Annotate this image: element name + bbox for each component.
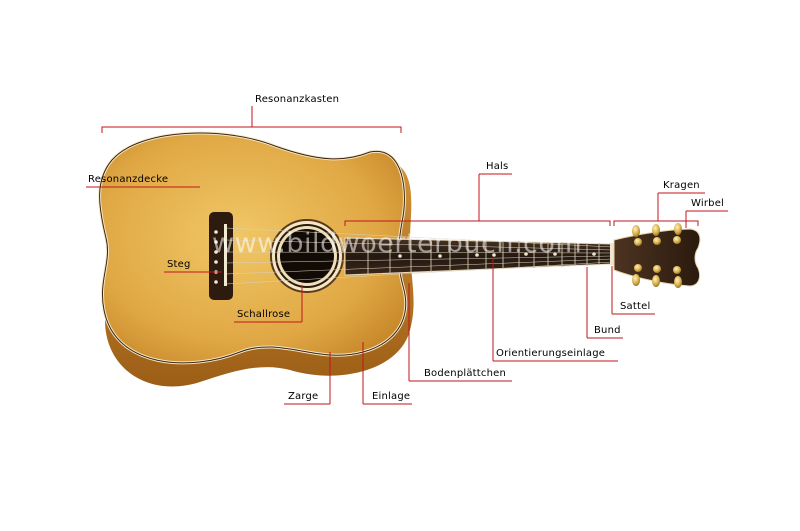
label-hals: Hals	[486, 161, 509, 172]
tuner-buttons	[632, 223, 682, 288]
label-bodenplaettchen: Bodenplättchen	[424, 368, 507, 379]
label-resonanzdecke: Resonanzdecke	[88, 174, 169, 185]
label-orientierungseinlage: Orientierungseinlage	[496, 348, 606, 359]
saddle	[224, 224, 227, 286]
bridge-pins	[214, 230, 218, 284]
top-binding	[99, 132, 407, 364]
label-steg: Steg	[167, 259, 191, 270]
label-resonanzkasten: Resonanzkasten	[255, 94, 340, 105]
nut	[610, 243, 614, 265]
strings	[225, 227, 613, 285]
label-schallrose: Schallrose	[237, 309, 291, 320]
frets	[367, 238, 600, 274]
watermark: www.bildwoerterbuch.com	[212, 228, 583, 259]
label-zarge: Zarge	[288, 391, 319, 402]
label-kragen: Kragen	[663, 180, 700, 191]
label-einlage: Einlage	[372, 391, 411, 402]
label-sattel: Sattel	[620, 301, 651, 312]
leader-lines	[86, 106, 728, 405]
label-wirbel: Wirbel	[691, 198, 725, 209]
tuner-pegs	[634, 236, 681, 274]
label-bund: Bund	[594, 325, 621, 336]
